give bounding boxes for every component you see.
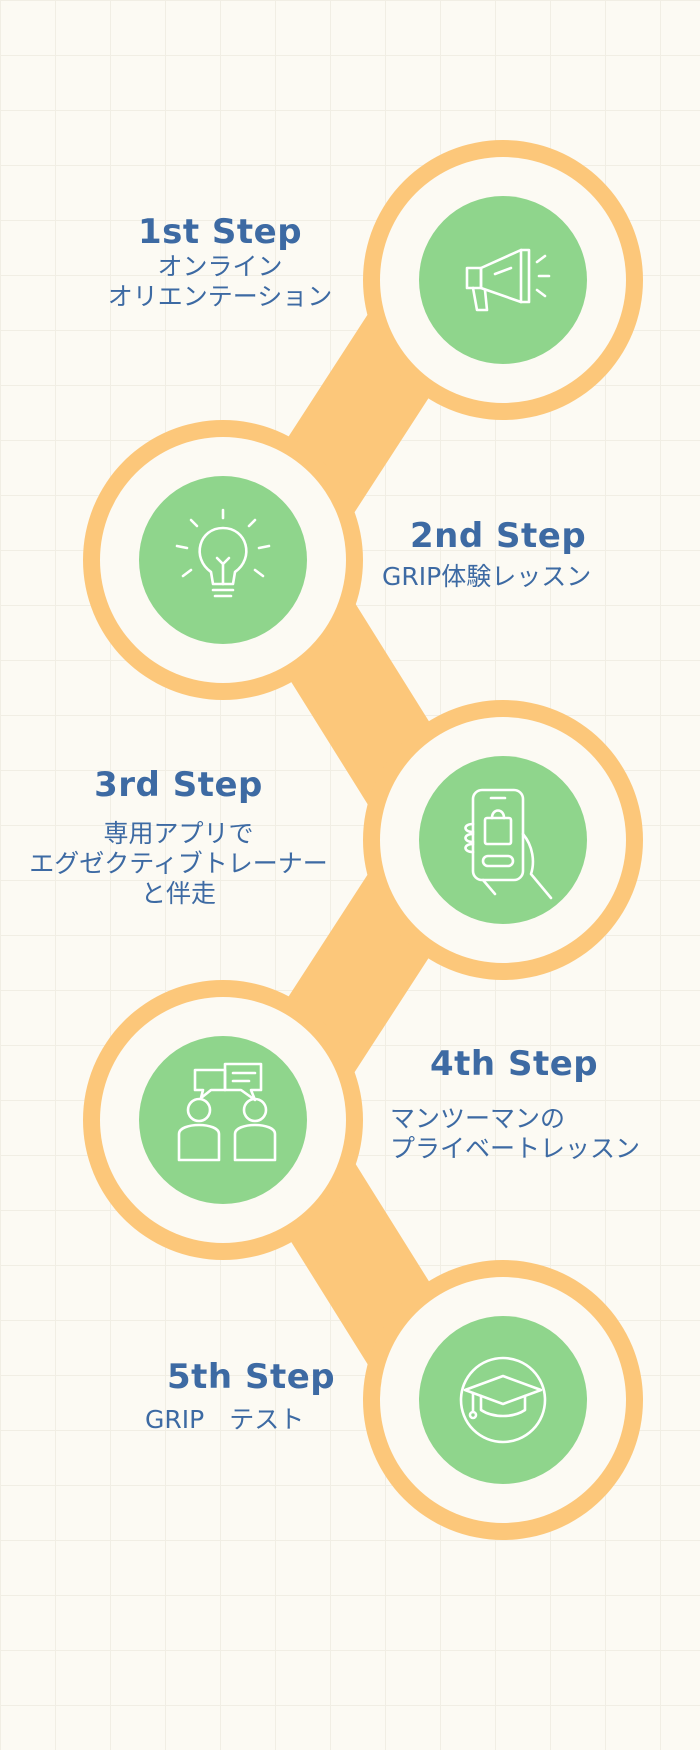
step-1-label: 1st Step オンライン オリエンテーション [60,212,380,312]
conversation-icon [177,1062,277,1162]
step-description: 専用アプリで エグゼクティブトレーナー と伴走 [29,819,328,908]
step-description: GRIP テスト [145,1405,305,1434]
step-title: 5th Step [167,1357,336,1397]
step-title: 1st Step [137,212,303,252]
step-4-label: 4th Step マンツーマンの プライベートレッスン [390,1044,690,1164]
step-2-label: 2nd Step GRIP体験レッスン [382,516,682,592]
step-title: 3rd Step [94,765,263,805]
icon-circle-2 [139,476,307,644]
megaphone-icon [465,248,551,312]
step-title: 4th Step [430,1044,599,1084]
icon-circle-1 [419,196,587,364]
icon-circle-4 [139,1036,307,1204]
step-description: オンライン オリエンテーション [107,252,333,311]
step-title: 2nd Step [410,516,587,556]
icon-circle-3 [419,756,587,924]
step-3-label: 3rd Step 専用アプリで エグゼクティブトレーナー と伴走 [16,765,341,909]
icon-circle-5 [419,1316,587,1484]
step-5-label: 5th Step GRIP テスト [145,1357,385,1435]
graduation-cap-icon [459,1356,547,1444]
step-description: GRIP体験レッスン [382,562,592,591]
icon-circles [139,196,587,1484]
lightbulb-icon [175,508,271,598]
step-description: マンツーマンの プライベートレッスン [390,1104,641,1163]
phone-shopping-icon [464,788,553,900]
